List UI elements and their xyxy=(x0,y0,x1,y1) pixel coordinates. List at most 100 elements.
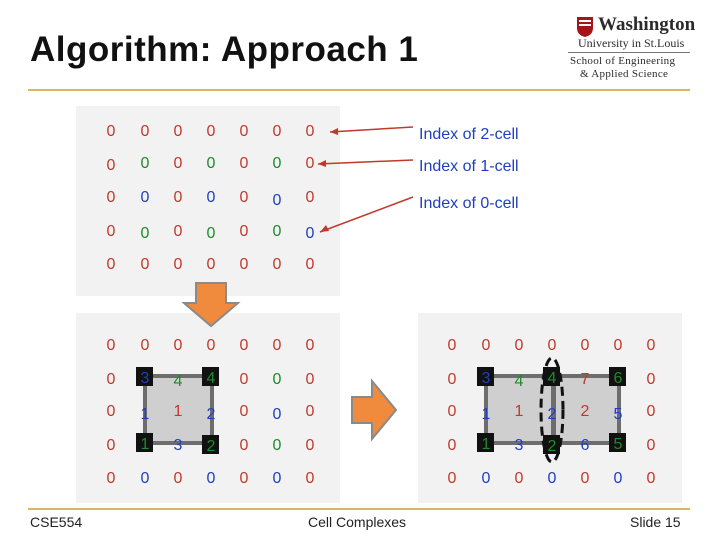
grid-cell: 0 xyxy=(106,123,116,140)
grid-cell: 0 xyxy=(106,403,116,420)
blue-index-badge: 3 xyxy=(475,367,497,390)
grid-cell: 1 xyxy=(514,403,524,420)
badge-box xyxy=(543,435,560,454)
badge-box xyxy=(136,433,153,452)
green-index-badge: 2 xyxy=(541,435,563,458)
footer-divider xyxy=(28,508,690,510)
grid-cell: 0 xyxy=(173,189,183,206)
grid-cell: 0 xyxy=(305,403,315,420)
grid-cell: 0 xyxy=(305,371,315,388)
grid-cell: 1 xyxy=(140,436,150,453)
grid-cell: 0 xyxy=(447,437,457,454)
grid-cell: 0 xyxy=(239,155,249,172)
university-logo: Washington University in St.Louis School… xyxy=(566,14,696,80)
green-index-badge: 4 xyxy=(541,367,563,390)
grid-cell: 4 xyxy=(206,370,216,387)
green-index-badge: 4 xyxy=(200,367,222,390)
badge-box xyxy=(477,433,494,452)
grid-cell: 0 xyxy=(239,337,249,354)
logo-line-2: University in St.Louis xyxy=(578,36,685,50)
grid-cell: 0 xyxy=(272,371,282,388)
grid-cell: 5 xyxy=(613,406,623,423)
grid-cell: 0 xyxy=(646,371,656,388)
arrow-2-cell xyxy=(329,126,414,133)
grid-cell: 0 xyxy=(173,223,183,240)
badge-box xyxy=(477,367,494,386)
grid-cell: 0 xyxy=(206,123,216,140)
grid-cell: 4 xyxy=(514,373,524,390)
grid-cell: 0 xyxy=(239,371,249,388)
grid-cell: 0 xyxy=(239,470,249,487)
grid-cell: 0 xyxy=(106,437,116,454)
badge-box xyxy=(202,367,219,386)
grid-cell: 0 xyxy=(206,256,216,273)
grid-cell: 0 xyxy=(239,189,249,206)
green-index-badge: 5 xyxy=(607,433,629,456)
grid-cell: 0 xyxy=(272,470,282,487)
grid-cell: 0 xyxy=(106,223,116,240)
grid-cell: 0 xyxy=(547,470,557,487)
logo-divider xyxy=(568,52,690,53)
label-one-cell: Index of 1-cell xyxy=(419,158,519,175)
grid-cell: 3 xyxy=(140,370,150,387)
grid-cell: 0 xyxy=(206,225,216,242)
grid-cell: 0 xyxy=(272,437,282,454)
grid-cell: 5 xyxy=(613,436,623,453)
grid-cell: 7 xyxy=(580,371,590,388)
green-index-badge: 1 xyxy=(134,433,156,456)
grid-cell: 0 xyxy=(173,256,183,273)
grid-cell: 0 xyxy=(239,437,249,454)
grid-cell: 0 xyxy=(272,256,282,273)
logo-line-1: Washington xyxy=(598,14,696,35)
grid-cell: 0 xyxy=(173,470,183,487)
grid-cell: 0 xyxy=(305,256,315,273)
grid-cell: 0 xyxy=(447,371,457,388)
grid-cell: 0 xyxy=(646,437,656,454)
slide-title: Algorithm: Approach 1 xyxy=(30,30,419,69)
grid-cell: 0 xyxy=(206,337,216,354)
grid-cell: 0 xyxy=(272,192,282,209)
grid-cell: 0 xyxy=(206,155,216,172)
grid-cell: 0 xyxy=(173,337,183,354)
grid-cell: 3 xyxy=(514,437,524,454)
grid-cell: 6 xyxy=(613,370,623,387)
grid-cell: 0 xyxy=(206,470,216,487)
grid-cell: 2 xyxy=(547,438,557,455)
top-grid-panel xyxy=(76,106,340,296)
grid-cell: 0 xyxy=(447,403,457,420)
grid-cell: 0 xyxy=(106,470,116,487)
grid-cell: 0 xyxy=(106,157,116,174)
title-divider xyxy=(28,89,690,91)
blue-index-badge: 3 xyxy=(134,367,156,390)
logo-line-3: School of Engineering xyxy=(570,55,676,67)
grid-cell: 0 xyxy=(140,155,150,172)
grid-cell: 0 xyxy=(646,337,656,354)
grid-cell: 1 xyxy=(481,406,491,423)
grid-cell: 0 xyxy=(206,189,216,206)
grid-cell: 0 xyxy=(305,123,315,140)
green-index-badge: 2 xyxy=(200,435,222,458)
grid-cell: 3 xyxy=(173,437,183,454)
grid-cell: 0 xyxy=(173,155,183,172)
grid-cell: 0 xyxy=(106,371,116,388)
grid-cell: 0 xyxy=(272,223,282,240)
badge-box xyxy=(136,367,153,386)
grid-cell: 0 xyxy=(305,337,315,354)
grid-cell: 0 xyxy=(305,470,315,487)
grid-cell: 0 xyxy=(140,123,150,140)
grid-cell: 0 xyxy=(140,189,150,206)
green-index-badge: 1 xyxy=(475,433,497,456)
arrow-1-cell xyxy=(317,159,414,165)
grid-cell: 4 xyxy=(173,373,183,390)
grid-cell: 2 xyxy=(580,403,590,420)
grid-cell: 0 xyxy=(447,470,457,487)
grid-cell: 0 xyxy=(272,155,282,172)
grid-cell: 0 xyxy=(613,337,623,354)
green-index-badge: 6 xyxy=(607,367,629,390)
grid-cell: 0 xyxy=(140,225,150,242)
grid-cell: 0 xyxy=(580,470,590,487)
grid-cell: 0 xyxy=(239,223,249,240)
footer-topic: Cell Complexes xyxy=(308,514,407,530)
grid-cell: 0 xyxy=(646,403,656,420)
